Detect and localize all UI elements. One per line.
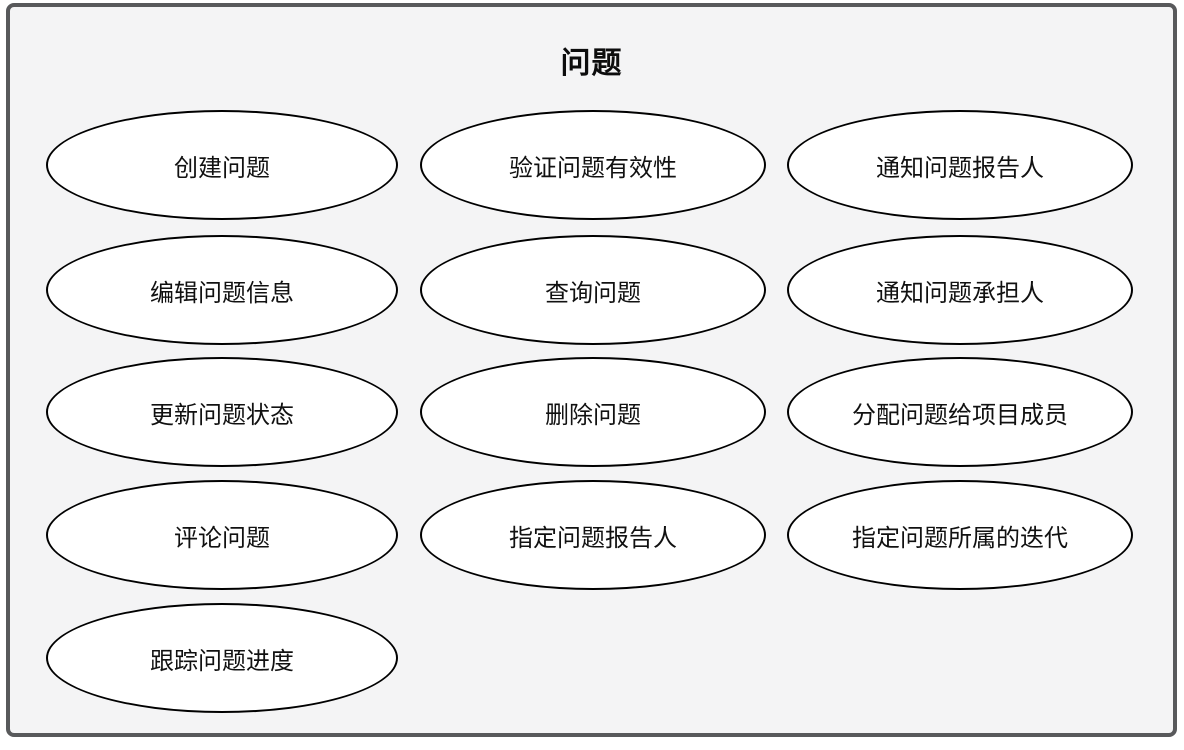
usecase-ellipse-comment-issue: 评论问题 <box>46 480 398 590</box>
usecase-ellipse-assign-issue-member: 分配问题给项目成员 <box>787 357 1133 467</box>
usecase-ellipse-specify-reporter: 指定问题报告人 <box>420 480 766 590</box>
diagram-frame: 问题 创建问题 验证问题有效性 通知问题报告人 编辑问题信息 查询问题 通知问题… <box>6 3 1177 737</box>
usecase-ellipse-edit-issue-info: 编辑问题信息 <box>46 235 398 345</box>
usecase-ellipse-track-progress: 跟踪问题进度 <box>46 603 398 713</box>
usecase-ellipse-validate-issue: 验证问题有效性 <box>420 110 766 220</box>
usecase-ellipse-delete-issue: 删除问题 <box>420 357 766 467</box>
diagram-title: 问题 <box>560 47 623 80</box>
usecase-ellipse-query-issue: 查询问题 <box>420 235 766 345</box>
usecase-ellipse-create-issue: 创建问题 <box>46 110 398 220</box>
usecase-ellipse-update-issue-status: 更新问题状态 <box>46 357 398 467</box>
usecase-ellipse-notify-reporter: 通知问题报告人 <box>787 110 1133 220</box>
usecase-ellipse-specify-iteration: 指定问题所属的迭代 <box>787 480 1133 590</box>
usecase-ellipse-notify-assignee: 通知问题承担人 <box>787 235 1133 345</box>
